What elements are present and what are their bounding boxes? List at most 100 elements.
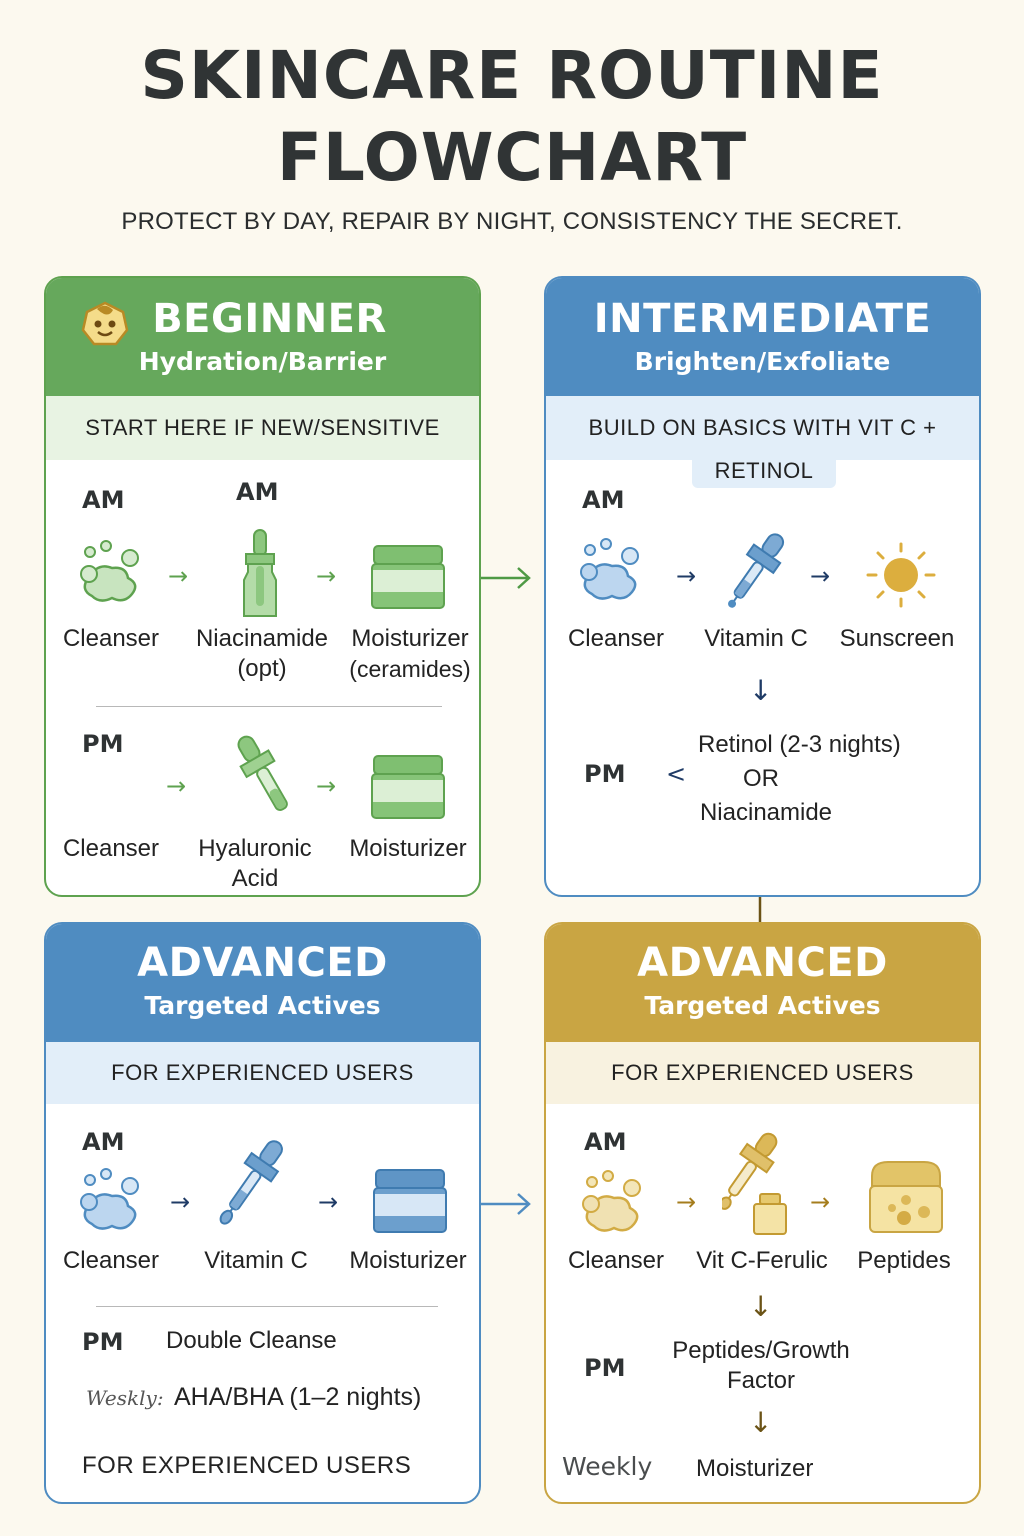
am-label: AM — [82, 486, 125, 514]
pm-label: PM — [584, 1354, 626, 1382]
step-label: Moisturizer (ceramides) — [342, 624, 478, 684]
sun-icon — [866, 542, 936, 608]
level-focus: Hydration/Barrier — [138, 347, 387, 376]
dropper-icon — [237, 735, 288, 811]
arrow-right-icon: → — [676, 562, 697, 590]
arrow-left-icon: < — [666, 760, 687, 788]
connector-beginner-to-intermediate — [480, 567, 531, 589]
pm-option-niacinamide: Niacinamide — [699, 799, 833, 826]
arrow-right-icon: → — [166, 772, 187, 800]
jar-icon — [373, 1169, 447, 1233]
am-label: AM — [582, 486, 625, 514]
level-note: FOR EXPERIENCED USERS — [46, 1042, 479, 1104]
step-label-sub: Acid — [231, 865, 279, 892]
pm-label: PM — [82, 730, 124, 758]
level-title: BEGINNER — [152, 296, 387, 342]
jar-icon — [869, 1161, 943, 1233]
arrow-down-icon: ↓ — [749, 1290, 773, 1323]
bubbles-icon — [80, 1168, 139, 1230]
tagline: PROTECT BY DAY, REPAIR BY NIGHT, CONSIST… — [121, 208, 903, 235]
level-title: INTERMEDIATE — [593, 296, 932, 342]
step-label: Cleanser — [62, 1247, 160, 1274]
bubbles-icon — [80, 540, 139, 602]
dropper-bottle-icon — [722, 1132, 787, 1235]
step-label: Vit C-Ferulic — [696, 1247, 828, 1274]
step-label: Moisturizer — [349, 1247, 467, 1274]
pm-step: Peptides/Growth Factor — [656, 1336, 866, 1396]
level-note-text: FOR EXPERIENCED USERS — [611, 1060, 914, 1085]
level-note: FOR EXPERIENCED USERS — [546, 1042, 979, 1104]
arrow-right-icon: → — [810, 1188, 831, 1216]
bubbles-icon — [580, 538, 639, 600]
dropper-icon — [728, 533, 785, 608]
arrow-right-icon: → — [170, 1188, 191, 1216]
arrow-right-icon: → — [316, 772, 337, 800]
arrow-right-icon: → — [810, 562, 831, 590]
step-label-main: Moisturizer — [351, 625, 469, 652]
level-title: ADVANCED — [137, 940, 388, 986]
step-label: Vitamin C — [704, 625, 808, 652]
step-label-main: Hyaluronic — [198, 835, 312, 862]
weekly-step: AHA/BHA (1–2 nights) — [174, 1383, 422, 1411]
dropper-bottle-icon — [243, 529, 277, 617]
level-note-line-2: RETINOL — [692, 458, 836, 488]
arrow-down-icon: ↓ — [749, 674, 773, 707]
arrow-right-icon: → — [168, 562, 189, 590]
step-label: Cleanser — [567, 1247, 665, 1274]
pm-label: PM — [82, 1328, 124, 1356]
level-note-text: FOR EXPERIENCED USERS — [111, 1060, 414, 1085]
jar-icon — [371, 755, 445, 819]
pm-option-retinol: Retinol (2-3 nights) — [698, 731, 901, 758]
pm-or-text: OR — [743, 765, 779, 792]
am-label-secondary: AM — [236, 478, 279, 506]
connector-intermediate-to-advanced — [758, 896, 762, 926]
step-label: Niacinamide (opt) — [182, 624, 342, 684]
step-label: Cleanser — [567, 625, 665, 652]
step-label-sub: (opt) — [237, 655, 287, 682]
weekly-step: Moisturizer — [696, 1455, 814, 1482]
step-label: Sunscreen — [839, 625, 955, 652]
card-advanced-gold: ADVANCED Targeted Actives FOR EXPERIENCE… — [544, 922, 981, 1504]
arrow-right-icon: → — [676, 1188, 697, 1216]
card-header: BEGINNER Hydration/Barrier — [46, 278, 479, 396]
level-focus: Targeted Actives — [144, 991, 381, 1020]
weekly-label: Weekly — [562, 1452, 653, 1481]
step-label: Cleanser — [62, 835, 160, 862]
am-label: AM — [82, 1128, 125, 1156]
page-title-line-1: SKINCARE ROUTINE — [140, 37, 884, 114]
card-intermediate: INTERMEDIATE Brighten/Exfoliate BUILD ON… — [544, 276, 981, 897]
jar-icon — [371, 545, 445, 609]
arrow-down-icon: ↓ — [749, 1406, 773, 1439]
arrow-right-icon: → — [316, 562, 337, 590]
pm-step-line-1: Peptides/Growth — [672, 1337, 850, 1364]
dropper-icon — [219, 1140, 283, 1225]
step-label: Hyaluronic Acid — [182, 834, 328, 894]
pm-label: PM — [584, 760, 626, 788]
am-label: AM — [584, 1128, 627, 1156]
page-title-line-2: FLOWCHART — [276, 119, 748, 196]
step-label: Vitamin C — [204, 1247, 308, 1274]
card-header: INTERMEDIATE Brighten/Exfoliate — [546, 278, 979, 396]
bubbles-icon — [582, 1170, 641, 1232]
pm-step-line-2: Factor — [726, 1367, 795, 1394]
card-advanced-blue: ADVANCED Targeted Actives FOR EXPERIENCE… — [44, 922, 481, 1504]
level-focus: Targeted Actives — [644, 991, 881, 1020]
step-label-main: Niacinamide — [195, 625, 329, 652]
arrow-right-icon: → — [318, 1188, 339, 1216]
level-title: ADVANCED — [637, 940, 888, 986]
baby-face-icon — [81, 301, 129, 346]
card-header: ADVANCED Targeted Actives — [546, 924, 979, 1042]
weekly-label: Weskly: — [86, 1386, 164, 1410]
level-focus: Brighten/Exfoliate — [634, 347, 891, 376]
connector-advanced-to-advanced — [480, 1193, 531, 1215]
step-label: Cleanser — [62, 625, 160, 652]
am-pm-divider — [96, 706, 442, 707]
step-label: Peptides — [857, 1247, 951, 1274]
level-note-line-1: BUILD ON BASICS WITH VIT C + — [588, 415, 937, 440]
pm-step: Double Cleanse — [166, 1327, 337, 1354]
level-note: BUILD ON BASICS WITH VIT C + — [546, 396, 979, 460]
step-label: Moisturizer — [349, 835, 467, 862]
level-note: START HERE IF NEW/SENSITIVE — [46, 396, 479, 460]
level-note-text: START HERE IF NEW/SENSITIVE — [85, 415, 440, 440]
footer-note: FOR EXPERIENCED USERS — [82, 1452, 412, 1479]
